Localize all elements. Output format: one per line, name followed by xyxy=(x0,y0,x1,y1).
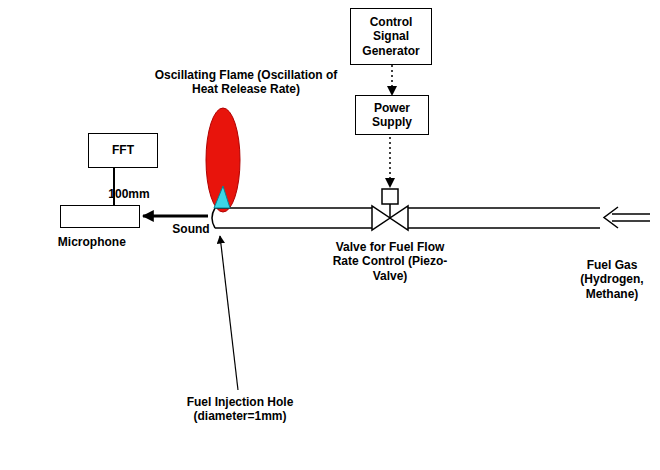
leader-line xyxy=(220,236,238,390)
process-box: FFT xyxy=(88,133,158,168)
box-text: Power Supply xyxy=(356,101,428,130)
process-box: Control Signal Generator xyxy=(350,8,432,65)
signal-label: Sound xyxy=(168,222,214,236)
flame-core xyxy=(214,186,230,208)
dotted-signal-arrow xyxy=(391,65,393,95)
box-text: FFT xyxy=(108,143,138,157)
process-box: Power Supply xyxy=(355,95,429,135)
box-text: Control Signal Generator xyxy=(351,15,431,58)
flame xyxy=(206,108,240,212)
part-label: Fuel Gas (Hydrogen, Methane) xyxy=(572,258,652,301)
part-label: Microphone xyxy=(58,235,126,249)
piezo-valve xyxy=(372,189,408,230)
microphone-box: Microphone xyxy=(60,205,140,228)
control-signal-line xyxy=(389,137,391,187)
part-label: Oscillating Flame (Oscillation of Heat R… xyxy=(140,68,352,97)
sound-arrow xyxy=(143,215,208,218)
part-label: Valve for Fuel Flow Rate Control (Piezo-… xyxy=(322,240,458,283)
fuel-inlet-arrow xyxy=(604,207,650,228)
dimension-label: 100mm xyxy=(104,187,154,201)
part-label: Fuel Injection Hole (diameter=1mm) xyxy=(186,395,294,424)
